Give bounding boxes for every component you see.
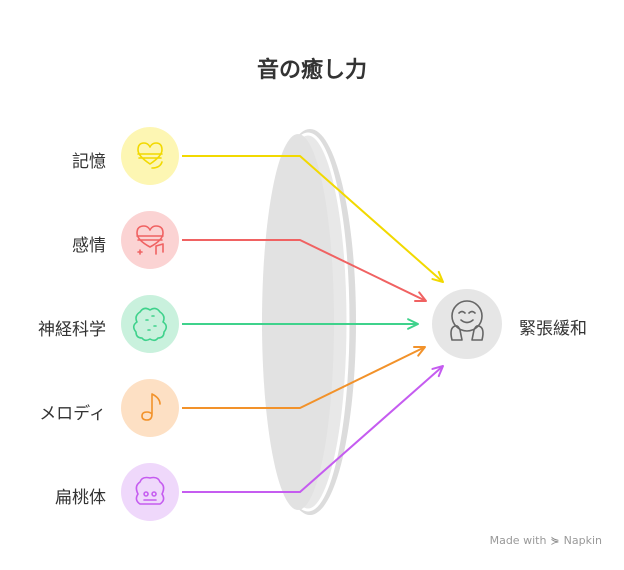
input-label-melody: メロディ [39,404,106,424]
result-node [432,289,502,359]
input-node-emotion [121,211,179,269]
input-node-melody [121,379,179,437]
input-node-group [121,127,179,521]
lens-shape [262,129,356,515]
input-label-emotion: 感情 [72,236,106,256]
input-node-amygdala [121,463,179,521]
connector-amygdala [182,365,444,493]
footer-made-with: Made with [489,534,547,547]
connector-emotion [182,239,427,302]
input-node-memory [121,127,179,185]
napkin-logo-icon: ⋟ [550,534,560,547]
amygdala-icon [135,476,165,505]
heart-music-icon [136,225,164,255]
input-node-neuroscience [121,295,179,353]
heart-head-icon [137,142,163,169]
music-note-icon [141,393,161,421]
arrowhead-neuroscience [407,318,419,330]
footer-credit: Made with ⋟ Napkin [490,534,602,547]
arrowhead-memory [431,270,444,283]
diagram-title: 音の癒し力 [256,58,367,83]
input-label-amygdala: 扁桃体 [55,488,106,508]
connector-memory [182,155,444,283]
footer-brand: Napkin [563,534,602,547]
arrowhead-emotion [414,291,427,302]
brain-icon [132,307,168,342]
result-label: 緊張緩和 [519,319,587,339]
input-label-memory: 記憶 [72,152,106,172]
input-label-neuroscience: 神経科学 [38,320,106,340]
connector-melody [182,346,426,409]
arrowhead-melody [413,346,426,357]
relaxed-face-icon [450,300,484,341]
arrowhead-amygdala [431,365,444,378]
connector-group [182,155,444,493]
